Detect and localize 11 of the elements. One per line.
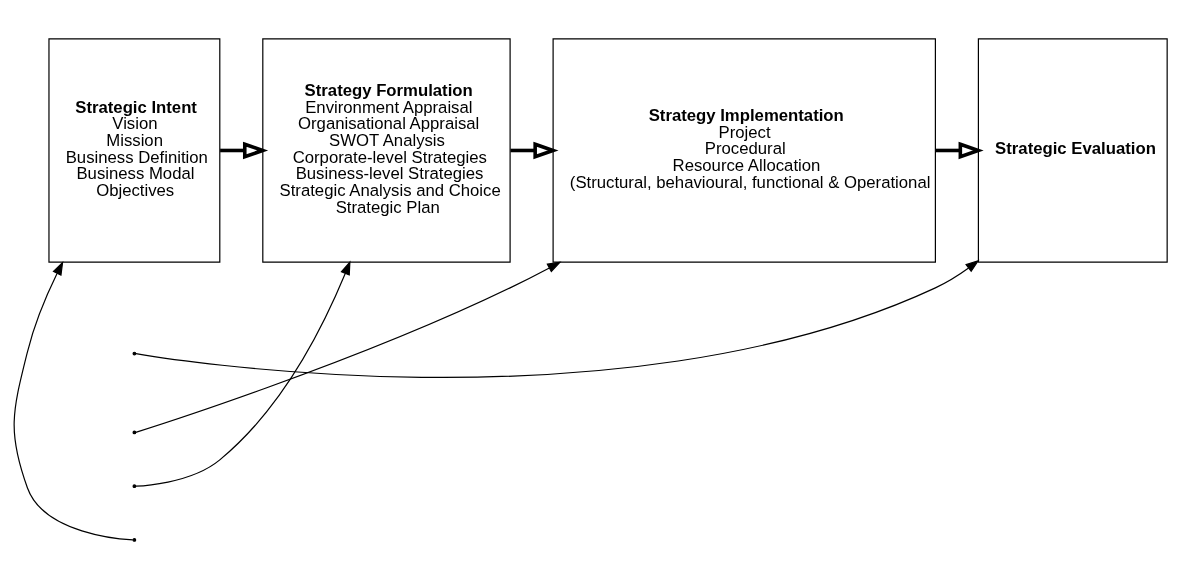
- arrow: [510, 141, 559, 159]
- arrow: [220, 141, 269, 159]
- node-box: Strategic Evaluation: [977, 37, 1168, 263]
- node-box: Strategy Implementation Project Procedural Resource Allocation (Structural, behavioural, functional & Operational: [552, 37, 936, 263]
- arrow: [13, 260, 134, 540]
- arrow: [935, 141, 984, 159]
- node-box: Strategic Intent Vision Mission Business Definition Business Modal Objectives: [48, 37, 221, 263]
- arrow: [135, 260, 562, 433]
- arrow: [135, 260, 351, 487]
- node-box: Strategy Formulation Environment Appraisal Organisational Appraisal SWOT Analysis Corporate-level Strategies Business-level Strategies Strategic Analysis and Choice Strategic Plan: [262, 37, 511, 263]
- arrow: [135, 259, 980, 378]
